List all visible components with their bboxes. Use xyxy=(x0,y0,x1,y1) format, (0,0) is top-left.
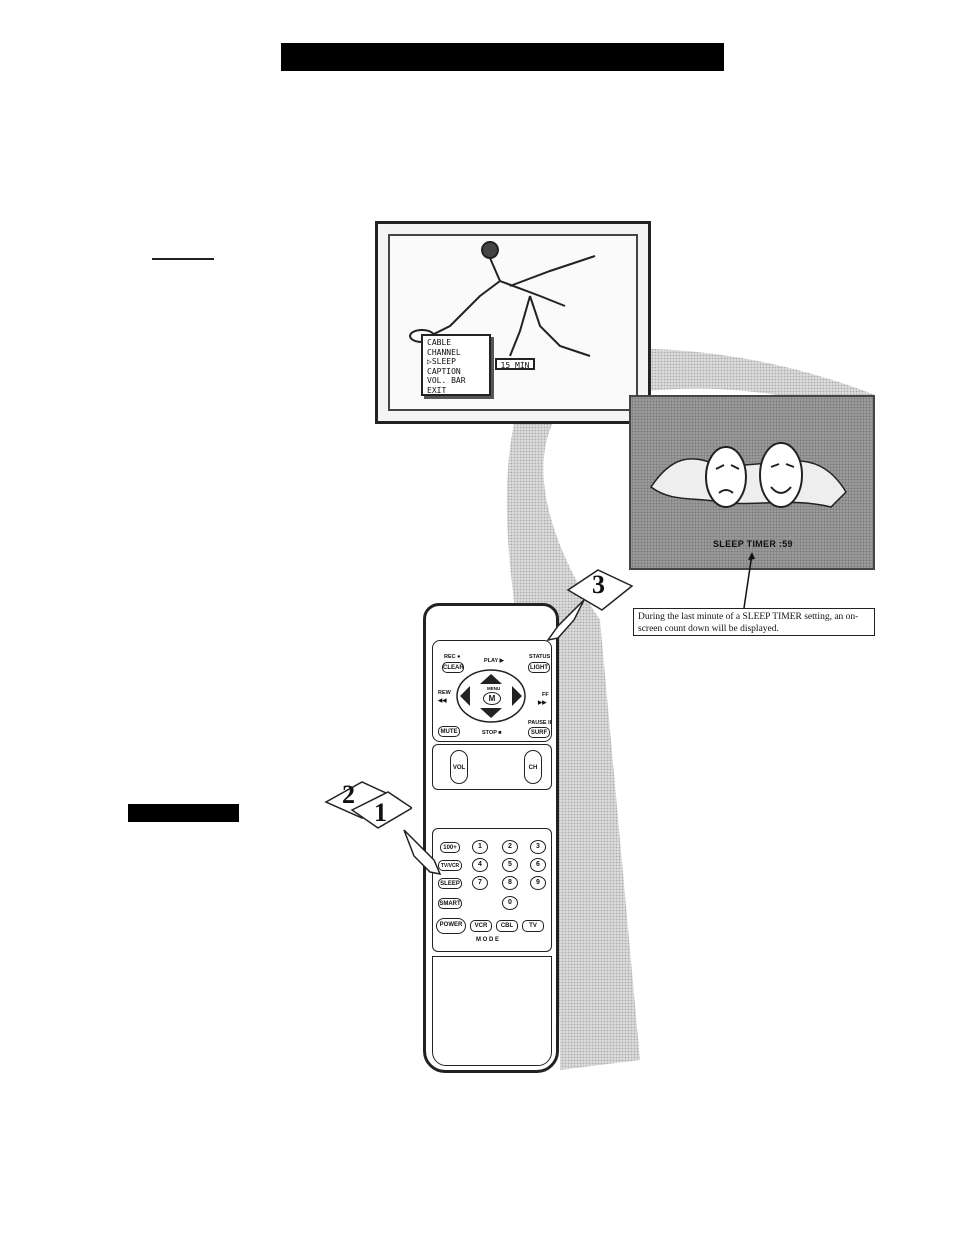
menu-item-exit: EXIT xyxy=(427,385,447,395)
mode-label: M O D E xyxy=(476,937,500,943)
stop-label: STOP ■ xyxy=(482,730,502,736)
vol-rocker[interactable]: VOL xyxy=(450,750,468,784)
digit-3-button[interactable]: 3 xyxy=(530,840,546,854)
tv-onscreen-menu: CABLE CHANNEL ▷SLEEP CAPTION VOL. BAR EX… xyxy=(421,334,491,396)
remote-control: REC ● CLEAR PLAY ▶ STATUS LIGHT REW ◀◀ M… xyxy=(423,603,559,1073)
menu-item-cable: CABLE xyxy=(427,338,452,347)
rec-label: REC ● xyxy=(444,654,461,660)
digit-1-button[interactable]: 1 xyxy=(472,840,488,854)
tv-screen xyxy=(375,221,651,424)
light-button[interactable]: LIGHT xyxy=(528,662,550,673)
menu-item-sleep: ▷SLEEP xyxy=(427,357,456,366)
countdown-screen xyxy=(629,395,875,570)
vcr-mode-button[interactable]: VCR xyxy=(470,920,492,932)
100-plus-button[interactable]: 100+ xyxy=(440,842,460,853)
pointer-arrow xyxy=(743,552,755,609)
rew-label: REW xyxy=(438,690,451,696)
menu-label: MENU xyxy=(487,686,501,691)
tv-vcr-button[interactable]: TV/VCR xyxy=(438,860,462,871)
menu-item-caption: CAPTION xyxy=(427,366,461,376)
clear-button[interactable]: CLEAR xyxy=(442,662,464,673)
sleep-button[interactable]: SLEEP xyxy=(438,878,462,889)
digit-8-button[interactable]: 8 xyxy=(502,876,518,890)
ch-rocker[interactable]: CH xyxy=(524,750,542,784)
digit-5-button[interactable]: 5 xyxy=(502,858,518,872)
step-card-1: 1 xyxy=(374,798,387,827)
step-card-3: 3 xyxy=(592,570,605,599)
cbl-mode-button[interactable]: CBL xyxy=(496,920,518,932)
step-card-3-shape xyxy=(566,569,634,611)
keypad-panel xyxy=(432,828,552,952)
hand-pointer-icon xyxy=(403,829,442,876)
menu-item-vol-bar: VOL. BAR xyxy=(427,376,466,385)
rocker-panel xyxy=(432,744,552,790)
hand-pointer-icon-2 xyxy=(546,599,585,642)
rew-symbol: ◀◀ xyxy=(438,698,447,704)
pause-label: PAUSE II xyxy=(528,720,552,726)
caption-box: During the last minute of a SLEEP TIMER … xyxy=(633,608,875,636)
title-bar xyxy=(281,43,724,71)
status-label: STATUS xyxy=(529,654,551,660)
surf-button[interactable]: SURF xyxy=(528,727,550,738)
digit-2-button[interactable]: 2 xyxy=(502,840,518,854)
smart-button[interactable]: SMART xyxy=(438,898,462,909)
sleep-value-box: 15 MIN xyxy=(495,358,535,370)
menu-item-channel: CHANNEL xyxy=(427,347,461,357)
side-heading-bar xyxy=(128,804,239,822)
sleep-timer-countdown: SLEEP TIMER :59 xyxy=(713,539,793,549)
underline-rule xyxy=(152,258,214,260)
menu-m-button[interactable]: M xyxy=(483,692,501,705)
digit-0-button[interactable]: 0 xyxy=(502,896,518,910)
transport-panel xyxy=(432,640,552,742)
digit-4-button[interactable]: 4 xyxy=(472,858,488,872)
digit-9-button[interactable]: 9 xyxy=(530,876,546,890)
remote-bottom-panel xyxy=(432,956,552,1066)
digit-7-button[interactable]: 7 xyxy=(472,876,488,890)
digit-6-button[interactable]: 6 xyxy=(530,858,546,872)
mute-button[interactable]: MUTE xyxy=(438,726,460,737)
ff-symbol: ▶▶ xyxy=(538,700,547,706)
tv-mode-button[interactable]: TV xyxy=(522,920,544,932)
play-label: PLAY ▶ xyxy=(484,658,504,664)
step-card-2: 2 xyxy=(342,780,355,809)
power-button[interactable]: POWER xyxy=(436,918,466,934)
ff-label: FF xyxy=(542,692,549,698)
step-cards-1-2 xyxy=(324,781,412,829)
theater-masks-image xyxy=(649,442,847,508)
